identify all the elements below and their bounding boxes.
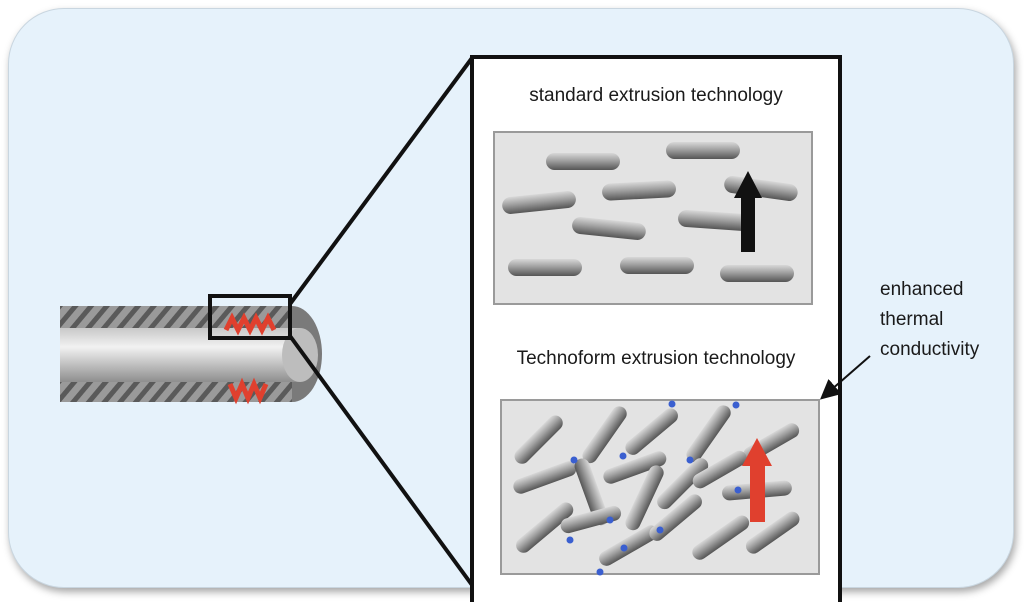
technoform-title: Technoform extrusion technology <box>517 348 796 369</box>
rod <box>516 502 574 553</box>
contact-point <box>656 526 664 534</box>
zigzag-bottom-icon <box>227 377 269 405</box>
contact-point <box>606 516 614 524</box>
rod <box>582 406 627 464</box>
rod <box>560 505 622 534</box>
rod <box>678 210 752 231</box>
rod <box>620 257 694 274</box>
contact-point <box>570 456 578 464</box>
zoom-line-top <box>288 56 474 306</box>
annotation-arrow-icon <box>819 355 871 400</box>
zigzag-top-icon <box>223 312 277 336</box>
rod <box>514 415 563 464</box>
rod <box>603 451 667 484</box>
rod <box>508 259 582 276</box>
rod <box>502 191 576 214</box>
tube <box>60 306 322 405</box>
rod <box>625 408 678 455</box>
annotation-line-2: thermal <box>880 309 943 330</box>
contact-point <box>734 486 742 494</box>
contact-point <box>596 568 604 576</box>
zoom-selection-box <box>208 294 292 340</box>
contact-point <box>668 400 676 408</box>
rod <box>720 265 794 282</box>
technoform-arrow-icon <box>742 438 772 522</box>
rod <box>692 450 747 489</box>
rod <box>692 515 750 560</box>
contact-points <box>566 400 742 576</box>
standard-rod-box <box>493 131 813 305</box>
rod <box>574 458 609 526</box>
contact-point <box>619 452 627 460</box>
standard-rods <box>502 142 798 282</box>
contact-point <box>686 456 694 464</box>
annotation-line-3: conductivity <box>880 339 980 360</box>
annotation: enhanced thermal conductivity <box>819 279 980 400</box>
standard-arrow-icon <box>734 171 762 252</box>
zoom-line-bottom <box>288 334 474 587</box>
contact-point <box>620 544 628 552</box>
rod <box>666 142 740 159</box>
rod <box>686 405 731 463</box>
rod <box>546 153 620 170</box>
contact-point <box>566 536 574 544</box>
rod <box>572 217 646 240</box>
annotation-line-1: enhanced <box>880 279 963 300</box>
standard-title: standard extrusion technology <box>529 85 783 106</box>
rod <box>599 525 659 566</box>
technoform-rod-box <box>500 399 820 576</box>
rod <box>602 180 676 201</box>
rod <box>657 458 709 510</box>
rod <box>625 465 664 531</box>
contact-point <box>732 401 740 409</box>
rod <box>745 511 800 554</box>
rod <box>513 461 577 494</box>
